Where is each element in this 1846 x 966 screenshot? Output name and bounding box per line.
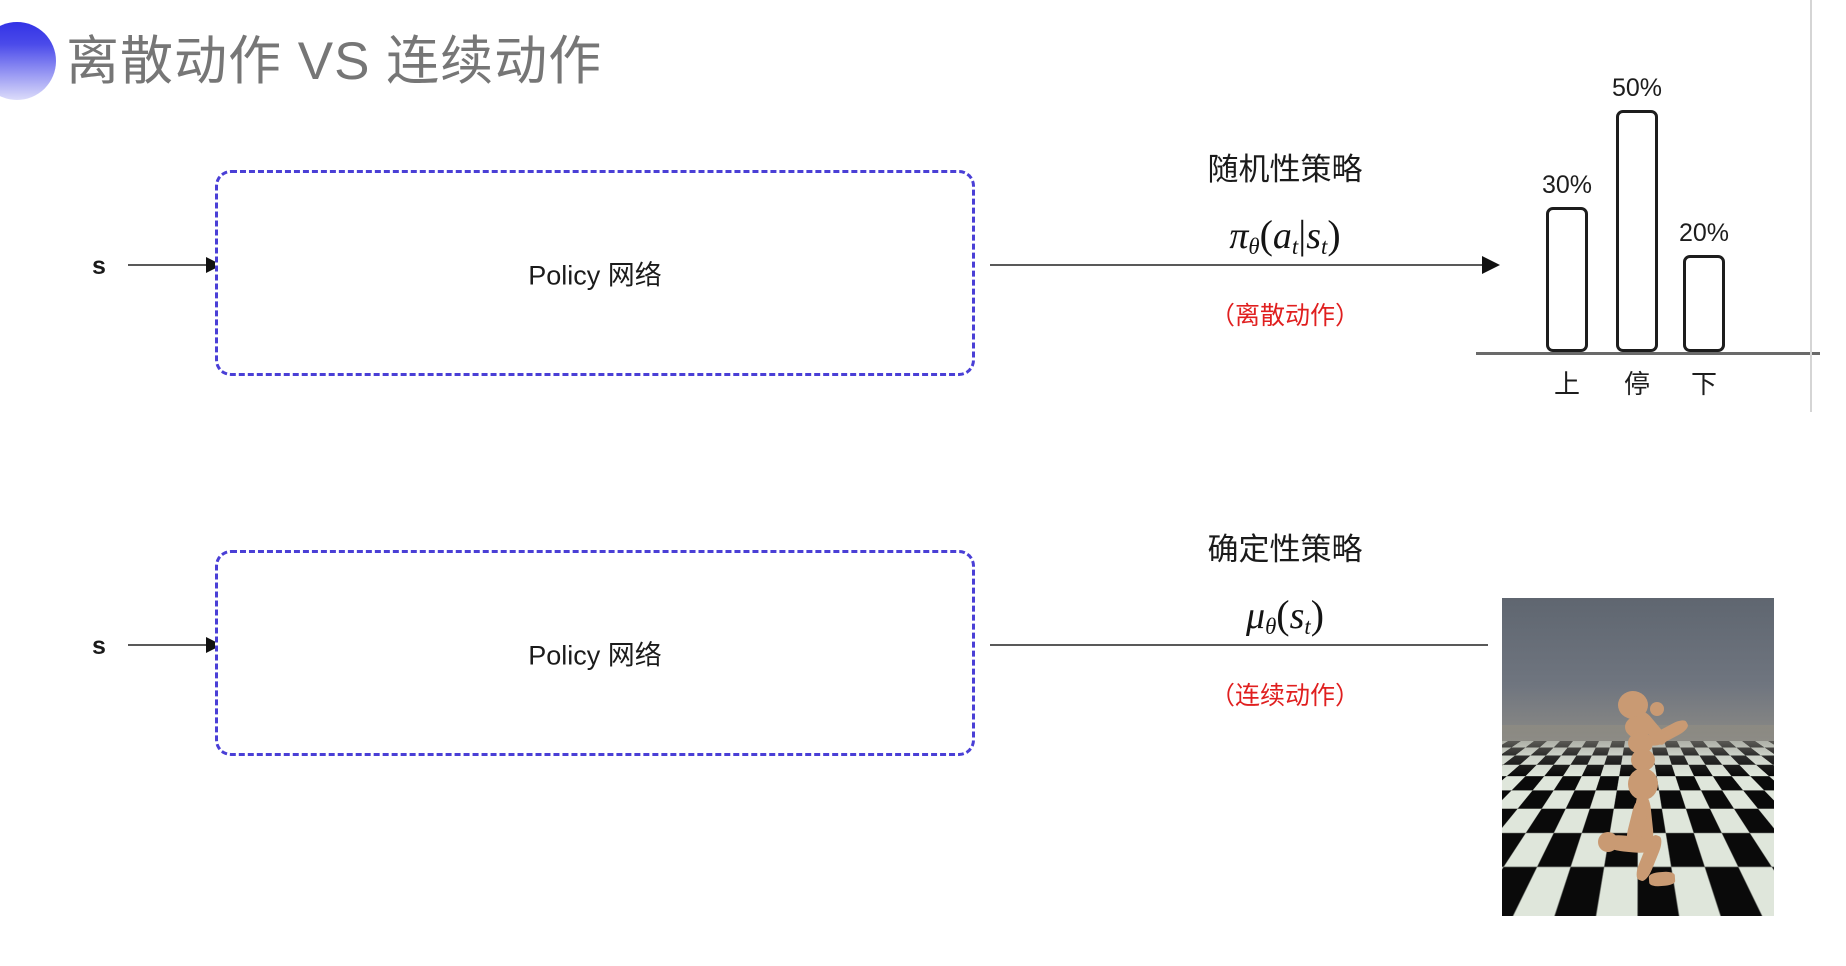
formula-sub-theta: θ	[1248, 234, 1260, 260]
bar-up[interactable]	[1546, 207, 1588, 352]
formula-open-paren-2: (	[1276, 592, 1290, 637]
formula-arg-action: a	[1272, 215, 1292, 257]
humanoid-figure	[1502, 598, 1774, 916]
formula-close-paren-2: )	[1310, 592, 1324, 637]
bar-value-stop: 50%	[1611, 74, 1663, 102]
humanoid-foot-front	[1648, 871, 1676, 887]
policy-network-box-discrete[interactable]: Policy 网络	[215, 170, 975, 376]
bar-category-stop: 停	[1623, 369, 1650, 399]
title-accent-icon	[0, 22, 56, 100]
bar-value-up: 30%	[1541, 171, 1593, 199]
action-space-note-discrete: （离散动作）	[1209, 302, 1360, 330]
policy-network-box-continuous[interactable]: Policy 网络	[215, 550, 975, 756]
policy-network-label-discrete: Policy 网络	[528, 260, 662, 291]
state-input-label-continuous: s	[92, 632, 106, 660]
page-title: 离散动作 VS 连续动作	[66, 32, 603, 91]
bar-stop[interactable]	[1616, 110, 1658, 352]
policy-type-heading-continuous: 确定性策略	[1207, 532, 1363, 567]
stochastic-policy-annotation: 随机性策略 πθ(at|st) （离散动作）	[1120, 144, 1450, 332]
bar-value-down: 20%	[1678, 219, 1730, 247]
action-probability-bar-chart: 30% 上 50% 停 20% 下	[1468, 74, 1828, 426]
formula-symbol-mu: μ	[1245, 595, 1266, 637]
policy-formula-discrete: πθ(at|st)	[1120, 211, 1450, 260]
chart-baseline-axis	[1476, 352, 1820, 355]
humanoid-hand	[1650, 702, 1664, 716]
humanoid-foot-back	[1598, 832, 1618, 852]
formula-symbol-pi: π	[1229, 215, 1249, 257]
slide-edge-divider	[1810, 0, 1812, 412]
continuous-action-row: s Policy 网络 确定性策略 μθ(st) （连续动作）	[0, 532, 1846, 810]
humanoid-simulation-image	[1502, 598, 1774, 916]
formula-arg-state-sub-2: t	[1304, 614, 1311, 640]
humanoid-lower-abdomen	[1631, 749, 1655, 771]
discrete-action-row: s Policy 网络 随机性策略 πθ(at|st) （离散动作）	[0, 152, 1846, 430]
output-arrow-line-continuous	[990, 644, 1488, 646]
policy-formula-continuous: μθ(st)	[1120, 591, 1450, 640]
formula-open-paren: (	[1259, 212, 1273, 257]
formula-arg-state-2: s	[1289, 595, 1305, 637]
state-input-label-discrete: s	[92, 252, 106, 280]
formula-arg-state: s	[1306, 215, 1322, 257]
input-arrow-line-continuous	[128, 644, 212, 646]
policy-type-heading-discrete: 随机性策略	[1207, 152, 1363, 187]
arrow-right-icon-output-discrete	[1482, 256, 1500, 274]
formula-sub-theta-2: θ	[1265, 614, 1277, 640]
formula-conditional-bar: |	[1298, 212, 1307, 257]
formula-arg-action-sub: t	[1291, 234, 1299, 260]
policy-network-label-continuous: Policy 网络	[528, 640, 662, 671]
output-arrow-line-discrete	[990, 264, 1488, 266]
input-arrow-line-discrete	[128, 264, 212, 266]
bar-category-up: 上	[1553, 369, 1580, 399]
bar-down[interactable]	[1683, 255, 1725, 352]
formula-close-paren: )	[1327, 212, 1341, 257]
deterministic-policy-annotation: 确定性策略 μθ(st) （连续动作）	[1120, 524, 1450, 712]
bar-category-down: 下	[1690, 369, 1717, 399]
humanoid-upper-abdomen	[1628, 732, 1653, 754]
formula-arg-state-sub: t	[1321, 234, 1328, 260]
action-space-note-continuous: （连续动作）	[1209, 682, 1360, 710]
